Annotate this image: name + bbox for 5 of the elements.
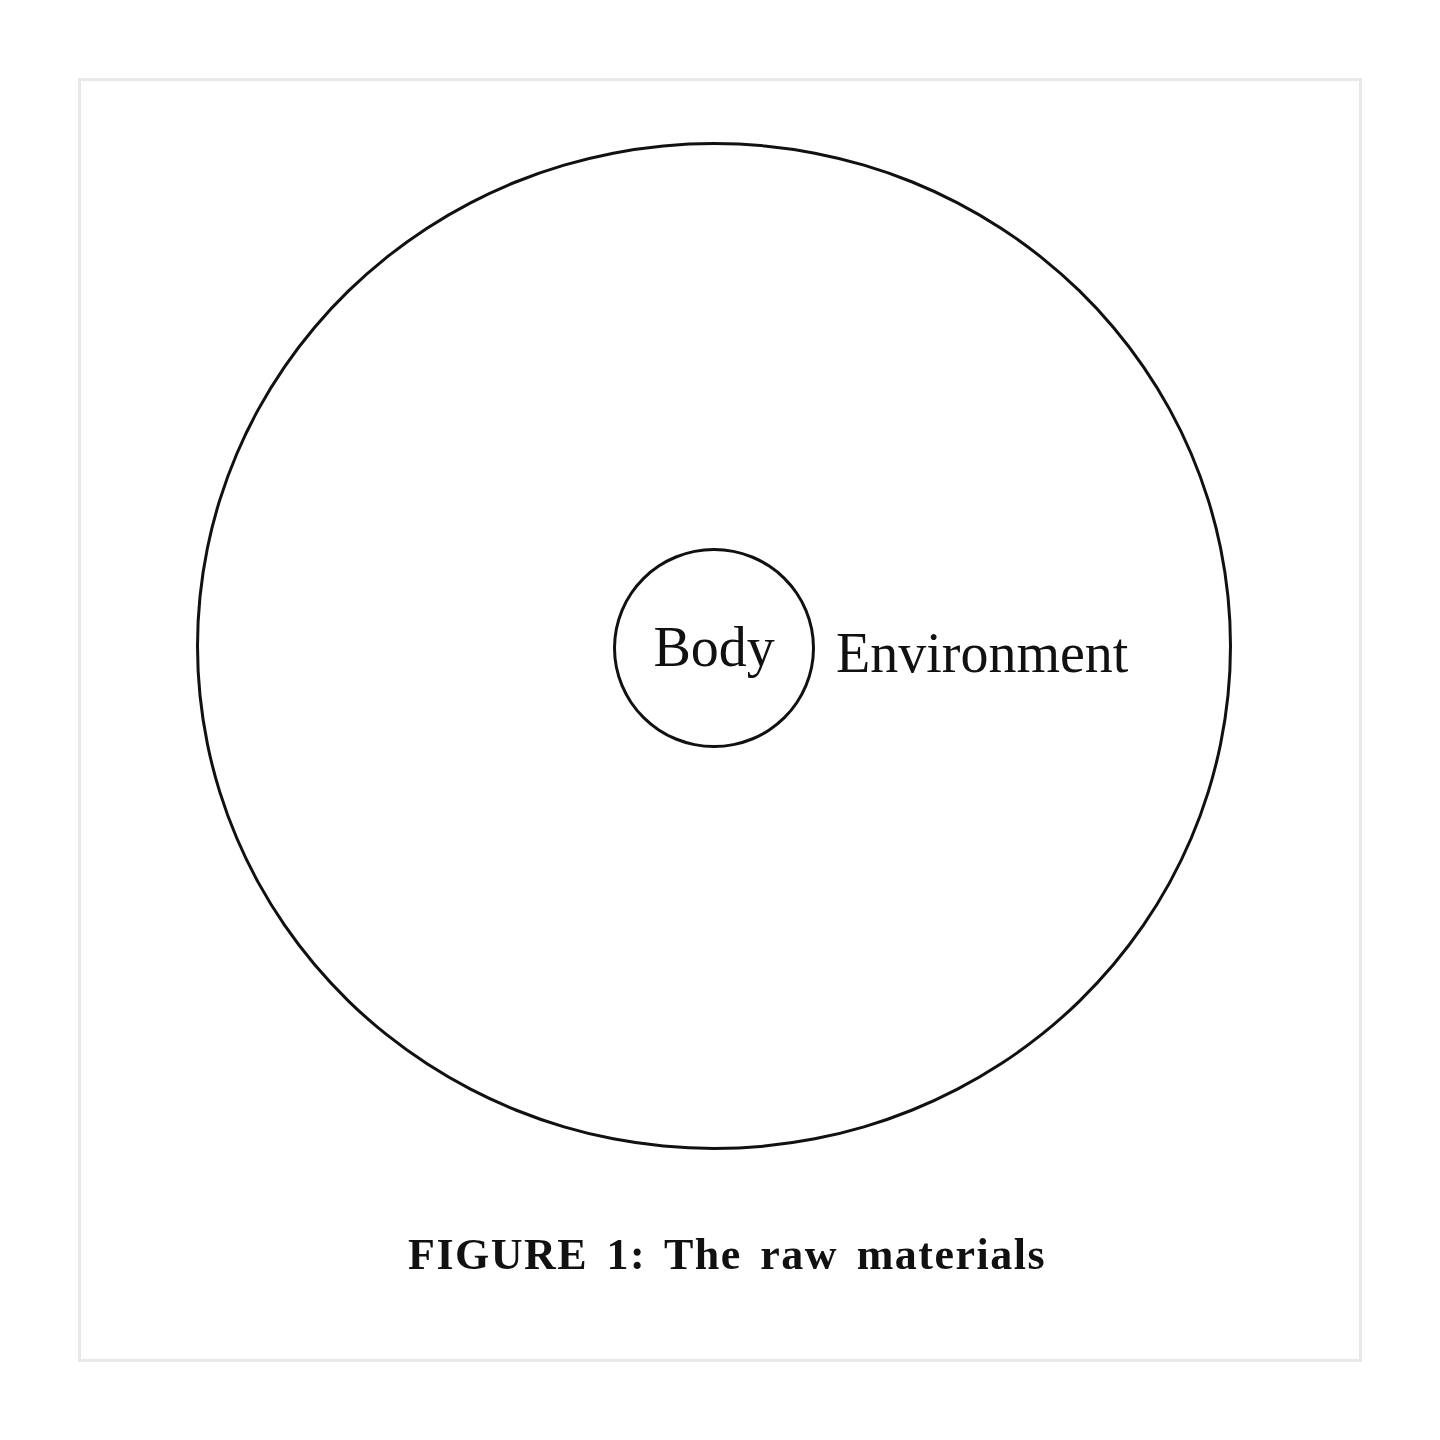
inner-circle (613, 548, 815, 748)
figure-caption: FIGURE 1: The raw materials (408, 1229, 1047, 1281)
outer-circle (196, 142, 1232, 1150)
circle-label: Body (653, 615, 775, 679)
circle-label: Environment (836, 621, 1129, 685)
